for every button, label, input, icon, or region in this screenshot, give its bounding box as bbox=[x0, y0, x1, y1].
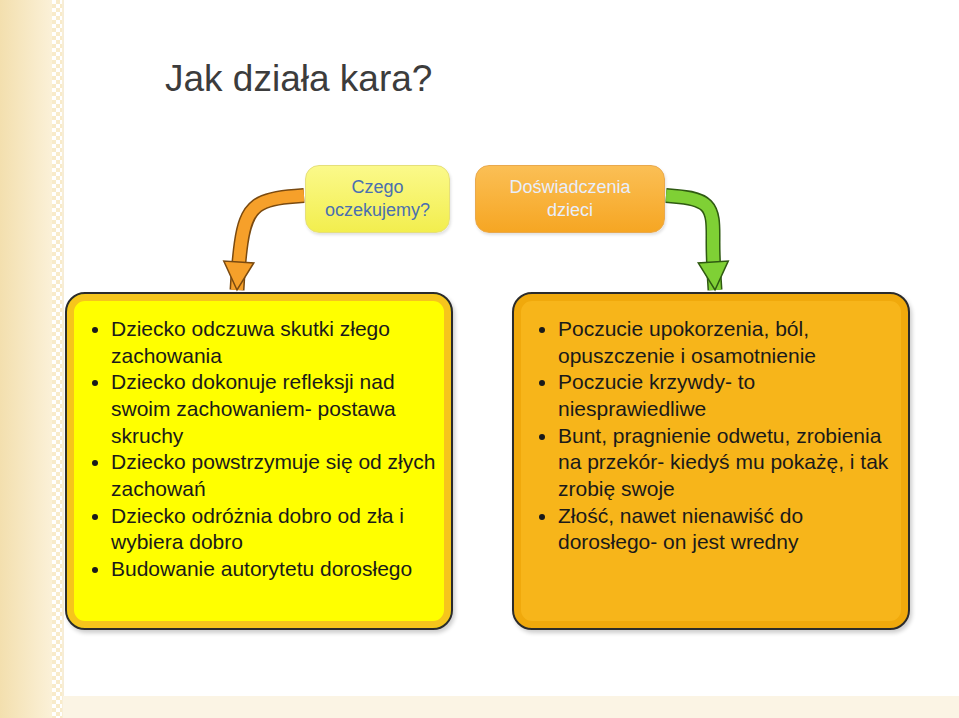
arrow-outline bbox=[666, 196, 715, 290]
arrow-body bbox=[666, 196, 715, 290]
bottom-band bbox=[63, 696, 959, 718]
bullet-item: Bunt, pragnienie odwetu, zrobienia na pr… bbox=[558, 423, 894, 503]
slide-title: Jak działa kara? bbox=[165, 58, 432, 100]
arrow-outline bbox=[237, 196, 304, 290]
header-box: Czego oczekujemy? bbox=[305, 165, 450, 233]
bullet-item: Dziecko odróżnia dobro od zła i wybiera … bbox=[111, 503, 437, 556]
bullet-item: Poczucie upokorzenia, ból, opuszczenie i… bbox=[558, 316, 894, 369]
bullet-list: Poczucie upokorzenia, ból, opuszczenie i… bbox=[528, 316, 894, 556]
side-line bbox=[63, 0, 64, 718]
bullet-list: Dziecko odczuwa skutki złego zachowaniaD… bbox=[81, 316, 437, 583]
arrow-body bbox=[237, 196, 304, 290]
bullet-item: Budowanie autorytetu dorosłego bbox=[111, 556, 437, 583]
bullet-item: Dziecko odczuwa skutki złego zachowania bbox=[111, 316, 437, 369]
box-label: Czego oczekujemy? bbox=[314, 176, 441, 223]
box-label: Doświadczenia dzieci bbox=[484, 176, 656, 223]
bullet-item: Poczucie krzywdy- to niesprawiedliwe bbox=[558, 369, 894, 422]
side-pattern bbox=[52, 0, 62, 718]
list-box: Dziecko odczuwa skutki złego zachowaniaD… bbox=[65, 292, 453, 630]
bullet-item: Dziecko dokonuje refleksji nad swoim zac… bbox=[111, 369, 437, 449]
side-strip bbox=[0, 0, 52, 718]
bullet-item: Złość, nawet nienawiść do dorosłego- on … bbox=[558, 503, 894, 556]
curved-arrow bbox=[237, 196, 304, 290]
bullet-item: Dziecko powstrzymuje się od złych zachow… bbox=[111, 449, 437, 502]
header-box: Doświadczenia dzieci bbox=[475, 165, 665, 233]
list-box: Poczucie upokorzenia, ból, opuszczenie i… bbox=[512, 292, 910, 630]
curved-arrow bbox=[666, 196, 715, 290]
